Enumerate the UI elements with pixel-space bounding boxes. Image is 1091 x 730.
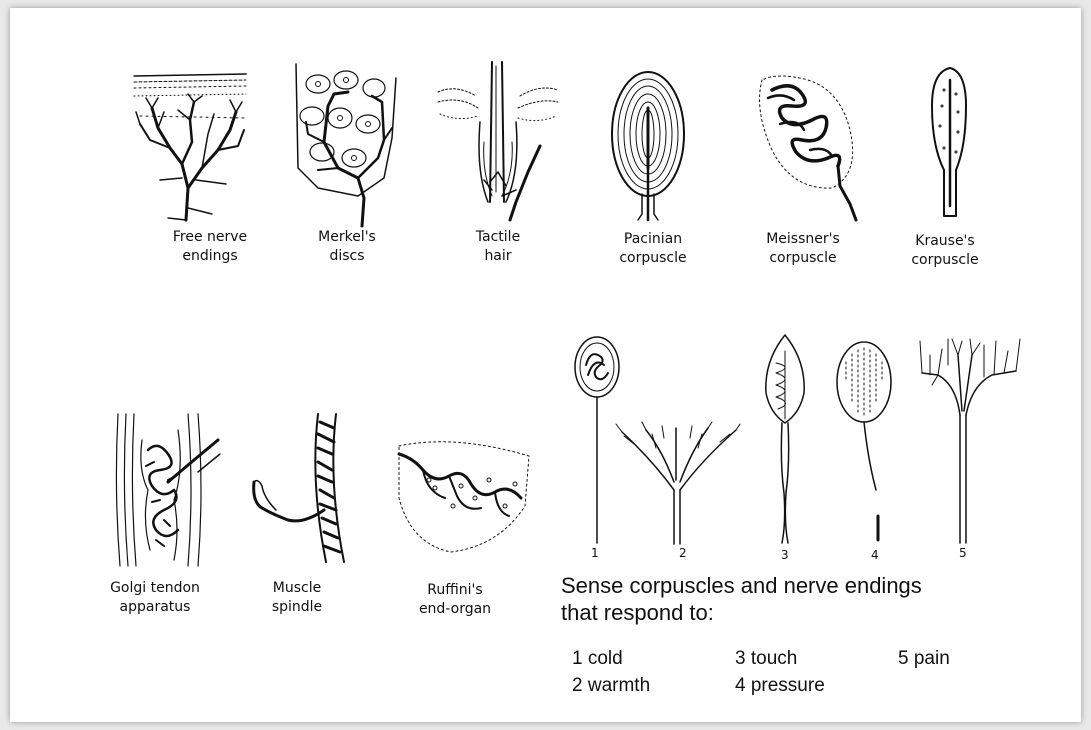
schematic-number-4: 4 [871, 548, 879, 562]
caption: Sense corpuscles and nerve endings that … [561, 572, 922, 626]
label-line: spindle [247, 598, 347, 617]
golgi-tendon-apparatus-drawing [108, 410, 223, 570]
label-line: Meissner's [753, 230, 853, 249]
caption-line-2: that respond to: [561, 599, 922, 626]
label-muscle-spindle: Muscle spindle [247, 579, 347, 617]
label-line: corpuscle [895, 251, 995, 270]
label-line: Krause's [895, 232, 995, 251]
legend-warmth: 2 warmth [572, 675, 650, 697]
ruffinis-end-organ-drawing [395, 436, 535, 556]
label-merkels-discs: Merkel's discs [297, 228, 397, 266]
krauses-corpuscle-drawing [926, 66, 974, 226]
label-golgi-tendon-apparatus: Golgi tendon apparatus [105, 579, 205, 617]
tactile-hair-drawing [436, 62, 561, 222]
label-ruffinis-end-organ: Ruffini's end-organ [405, 581, 505, 619]
legend-pressure: 4 pressure [735, 675, 825, 697]
label-krauses-corpuscle: Krause's corpuscle [895, 232, 995, 270]
legend-touch: 3 touch [735, 648, 797, 670]
label-line: hair [448, 247, 548, 266]
label-free-nerve-endings: Free nerve endings [160, 228, 260, 266]
label-line: corpuscle [753, 249, 853, 268]
muscle-spindle-drawing [248, 412, 363, 567]
schematic-number-5: 5 [959, 546, 967, 560]
free-nerve-endings-drawing [130, 68, 250, 223]
label-meissners-corpuscle: Meissner's corpuscle [753, 230, 853, 268]
merkels-discs-drawing [288, 58, 403, 228]
legend-cold: 1 cold [572, 648, 623, 670]
label-line: endings [160, 247, 260, 266]
label-line: Merkel's [297, 228, 397, 247]
caption-line-1: Sense corpuscles and nerve endings [561, 572, 922, 599]
label-line: corpuscle [603, 249, 703, 268]
label-line: Pacinian [603, 230, 703, 249]
legend-pain: 5 pain [898, 648, 950, 670]
label-line: Golgi tendon [105, 579, 205, 598]
schematic-4-pressure [834, 340, 894, 545]
meissners-corpuscle-drawing [752, 70, 862, 225]
pacinian-corpuscle-drawing [608, 68, 688, 223]
label-line: end-organ [405, 600, 505, 619]
label-line: Tactile [448, 228, 548, 247]
label-line: discs [297, 247, 397, 266]
schematic-number-3: 3 [781, 548, 789, 562]
label-line: Ruffini's [405, 581, 505, 600]
label-line: Muscle [247, 579, 347, 598]
label-pacinian-corpuscle: Pacinian corpuscle [603, 230, 703, 268]
schematic-5-pain [912, 335, 1027, 545]
label-line: Free nerve [160, 228, 260, 247]
label-tactile-hair: Tactile hair [448, 228, 548, 266]
schematic-3-touch [762, 333, 808, 545]
label-line: apparatus [105, 598, 205, 617]
schematic-number-1: 1 [591, 546, 599, 560]
schematic-number-2: 2 [679, 546, 687, 560]
schematic-2-warmth [612, 420, 742, 545]
